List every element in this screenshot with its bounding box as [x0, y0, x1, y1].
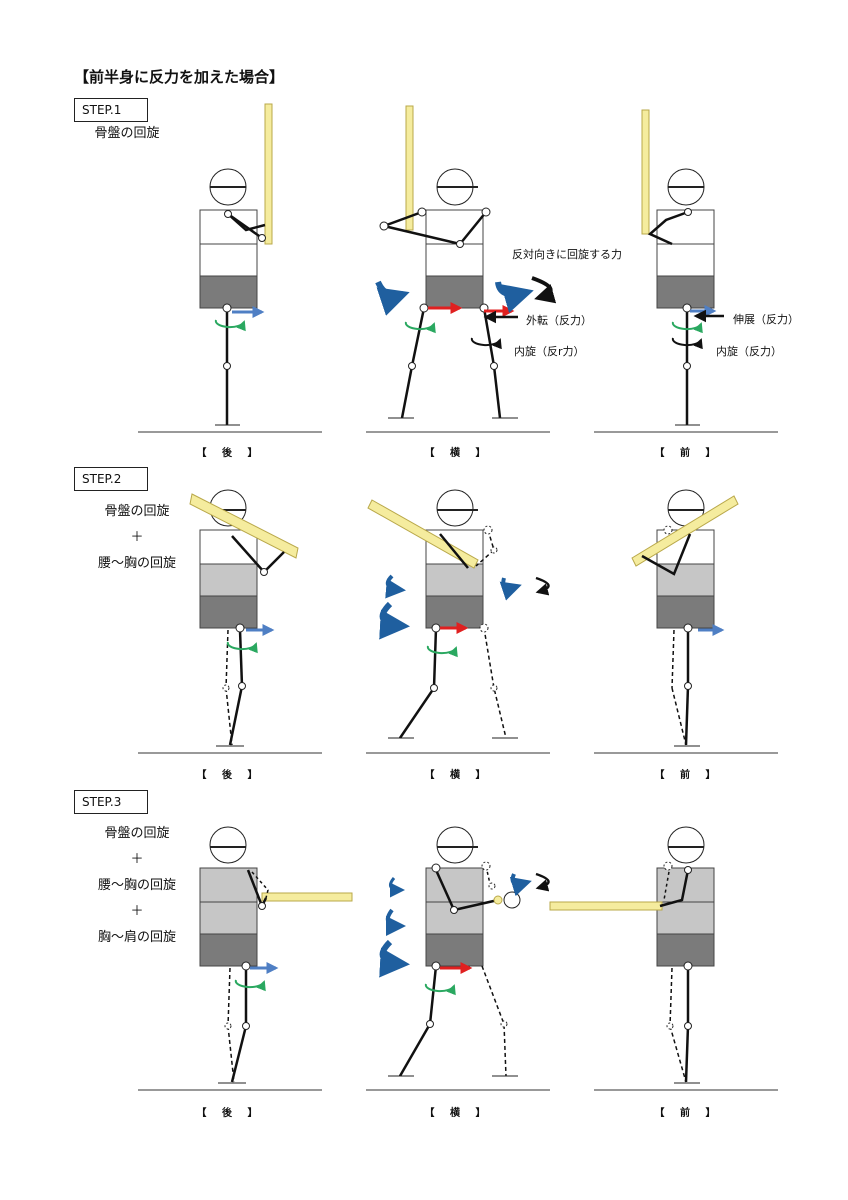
- step2-desc-2: ＋: [130, 530, 144, 545]
- blue-rotation-arrow: [388, 877, 405, 898]
- bat: [261, 892, 353, 902]
- annotation-abduction: 外転（反力）: [526, 314, 592, 327]
- step3-desc-2: ＋: [130, 852, 144, 867]
- annotation-internal-rotation: 内旋（反r力）: [514, 345, 585, 358]
- blue-rotation-arrow: [385, 908, 406, 936]
- step1-desc-1: 骨盤の回旋: [94, 126, 160, 141]
- view-label-side: 【 横 】: [424, 448, 492, 459]
- figure-step2-back: [189, 489, 299, 747]
- figure-step3-side: [379, 826, 550, 1077]
- view-label-back: 【 後 】: [196, 448, 264, 459]
- blue-rotation-arrow: [375, 280, 410, 316]
- step2-desc-1: 骨盤の回旋: [104, 504, 170, 519]
- green-rotation-arrow: [214, 319, 246, 332]
- figure-step1-side: [375, 105, 557, 419]
- figure-step2-side: [367, 489, 550, 739]
- figure-step3-front: [549, 826, 715, 1084]
- bat: [189, 493, 299, 559]
- view-label-back: 【 後 】: [196, 1108, 264, 1119]
- view-label-front: 【 前 】: [654, 770, 722, 781]
- green-rotation-arrow: [671, 321, 703, 334]
- view-label-back: 【 後 】: [196, 770, 264, 781]
- figure-step3-back: [199, 826, 353, 1084]
- bat: [631, 495, 739, 567]
- bat: [641, 109, 650, 235]
- view-label-side: 【 横 】: [424, 770, 492, 781]
- black-rotation-arrow: [470, 337, 502, 350]
- bat: [264, 103, 273, 245]
- blue-rotation-arrow: [495, 281, 534, 314]
- pelvis: [199, 275, 258, 309]
- black-rotation-arrow: [671, 337, 703, 350]
- blue-rotation-arrow: [385, 574, 406, 599]
- step3-desc-1: 骨盤の回旋: [104, 826, 170, 841]
- green-rotation-arrow: [424, 983, 456, 996]
- green-rotation-arrow: [404, 321, 436, 334]
- ground-lines: [138, 431, 778, 1091]
- black-rotation-arrow: [531, 276, 557, 304]
- view-label-front: 【 前 】: [654, 448, 722, 459]
- step1-label: STEP.1: [74, 98, 148, 122]
- page-title: 【前半身に反力を加えた場合】: [74, 68, 285, 86]
- blue-rotation-arrow: [379, 601, 410, 640]
- view-label-front: 【 前 】: [654, 1108, 722, 1119]
- green-rotation-arrow: [234, 979, 266, 992]
- step3-desc-5: 胸～肩の回旋: [97, 930, 176, 945]
- figure-step1-front: [641, 109, 724, 426]
- blue-rotation-arrow: [509, 873, 532, 897]
- figure-step1-back: [199, 103, 273, 426]
- bat: [405, 105, 414, 231]
- black-rotation-arrow: [535, 576, 550, 596]
- view-label-side: 【 横 】: [424, 1108, 492, 1119]
- step2-label: STEP.2: [74, 467, 148, 491]
- blue-rotation-arrow: [379, 939, 410, 978]
- figure-step2-front: [631, 489, 739, 747]
- black-rotation-arrow: [535, 872, 550, 892]
- step3-desc-3: 腰～胸の回旋: [97, 878, 176, 893]
- bat: [549, 901, 663, 911]
- green-rotation-arrow: [226, 641, 258, 654]
- green-rotation-arrow: [426, 645, 458, 658]
- blue-rotation-arrow: [499, 577, 522, 601]
- mid-torso: [199, 243, 258, 277]
- annotation-extension: 伸展（反力）: [733, 313, 799, 326]
- bat: [367, 499, 479, 569]
- step3-label: STEP.3: [74, 790, 148, 814]
- bat-end-circle: [503, 891, 521, 909]
- step2-desc-3: 腰～胸の回旋: [97, 556, 176, 571]
- annotation-internal-rotation-front: 内旋（反力）: [716, 345, 782, 358]
- step3-desc-4: ＋: [130, 904, 144, 919]
- annotation-reverse-rotation: 反対向きに回旋する力: [512, 248, 622, 261]
